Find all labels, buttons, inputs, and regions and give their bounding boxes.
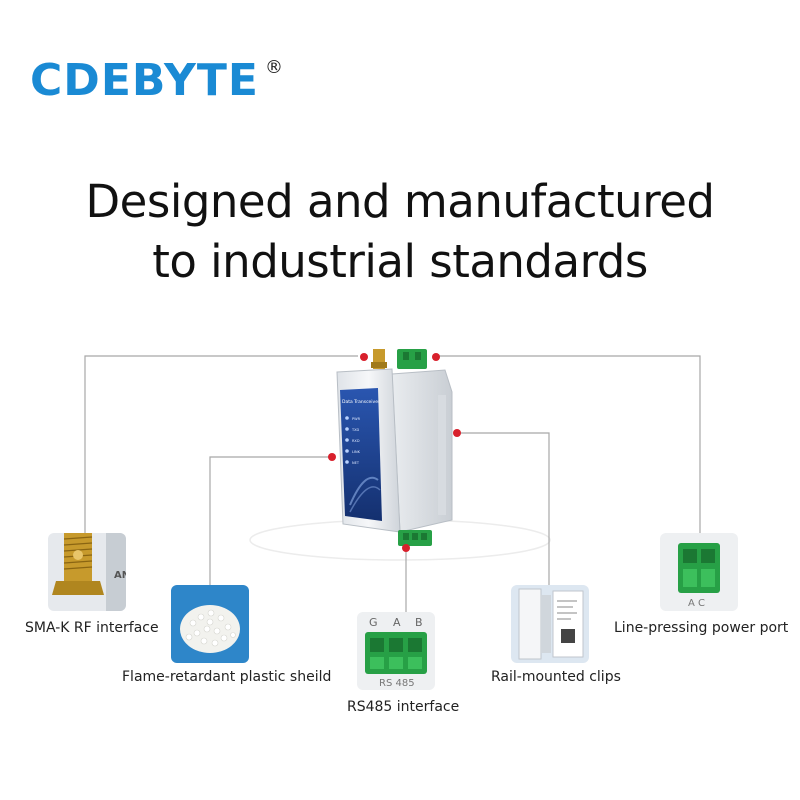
bottom-terminal-screw-3 — [421, 533, 427, 540]
power-screw-1 — [683, 549, 697, 563]
rail-thumbnail — [511, 585, 589, 663]
rail-clip-left — [518, 588, 542, 660]
led-label-net: NET — [352, 461, 360, 465]
bottom-terminal-screw-2 — [412, 533, 418, 540]
rs485-slot-2 — [389, 657, 403, 669]
led-net — [345, 460, 349, 464]
power-thumbnail: A C — [660, 533, 738, 611]
label-sma: SMA-K RF interface — [25, 620, 159, 636]
led-pwr — [345, 416, 349, 420]
label-power: Line-pressing power port — [614, 620, 789, 636]
page-headline: Designed and manufactured to industrial … — [0, 172, 800, 292]
label-rail: Rail-mounted clips — [491, 669, 621, 685]
top-terminal-screw-2 — [415, 352, 421, 360]
rail-label-sticker — [552, 590, 584, 658]
callout-line-power — [438, 355, 701, 535]
label-plastic: Flame-retardant plastic sheild — [122, 669, 332, 685]
callout-dot-plastic — [328, 453, 336, 461]
callout-line-plastic — [209, 456, 332, 585]
brand-logo: CDEBYTE® — [30, 55, 284, 106]
plastic-thumbnail — [171, 585, 249, 663]
rs485-screw-3 — [408, 638, 422, 652]
led-txd — [345, 427, 349, 431]
face-wave-decoration — [349, 476, 379, 506]
rail-clip-image — [518, 588, 584, 660]
face-title: Data Transceiver — [342, 399, 380, 405]
rail-clip-groove — [541, 595, 551, 653]
sma-pin — [73, 550, 83, 560]
headline-line-1: Designed and manufactured — [85, 175, 715, 228]
brand-name: CDEBYTE — [30, 55, 259, 106]
registered-mark: ® — [264, 57, 284, 78]
rs485-caption: RS 485 — [379, 678, 415, 689]
power-slot-1 — [683, 569, 697, 587]
power-slot-2 — [701, 569, 715, 587]
sma-thumbnail: AN — [48, 533, 126, 611]
device-blue-face — [340, 388, 382, 521]
rail-qr-code — [561, 629, 575, 643]
top-terminal-screw-1 — [403, 352, 409, 360]
rail-sticker-lines — [557, 600, 577, 620]
led-link — [345, 449, 349, 453]
rs485-thumbnail: G A B RS 485 — [357, 612, 435, 690]
callout-line-rail — [457, 432, 550, 585]
callout-dot-power — [432, 353, 440, 361]
plastic-pellets — [180, 605, 240, 653]
led-label-rxd: RXD — [352, 439, 360, 443]
top-power-terminal — [397, 349, 427, 369]
led-group: PWR TXD RXD LINK NET — [345, 416, 361, 465]
sma-thumb-text: AN — [114, 570, 126, 581]
rs485-pin-b: B — [415, 616, 423, 629]
bottom-terminal-screw-1 — [403, 533, 409, 540]
rs485-screw-2 — [389, 638, 403, 652]
power-pins-caption: A C — [688, 598, 705, 609]
headline-line-2: to industrial standards — [152, 235, 648, 288]
callout-dot-rs485 — [402, 544, 410, 552]
callout-line-sma — [84, 355, 358, 535]
sma-device-edge — [106, 533, 126, 611]
rs485-slot-3 — [408, 657, 422, 669]
face-wave-decoration-2 — [349, 486, 381, 513]
callout-dot-rail — [453, 429, 461, 437]
rs485-slot-1 — [370, 657, 384, 669]
rs485-pin-g: G — [369, 616, 378, 629]
sma-antenna-nut — [371, 362, 387, 368]
rail-clip — [438, 395, 446, 515]
rs485-screw-1 — [370, 638, 384, 652]
rs485-pin-a: A — [393, 616, 401, 629]
led-label-txd: TXD — [351, 428, 360, 432]
callout-dot-sma — [360, 353, 368, 361]
sma-hex-nut — [52, 581, 104, 595]
led-label-pwr: PWR — [352, 417, 361, 421]
led-label-link: LINK — [352, 450, 361, 454]
power-screw-2 — [701, 549, 715, 563]
label-rs485: RS485 interface — [347, 699, 460, 715]
led-rxd — [345, 438, 349, 442]
pellet-dots — [185, 609, 236, 647]
